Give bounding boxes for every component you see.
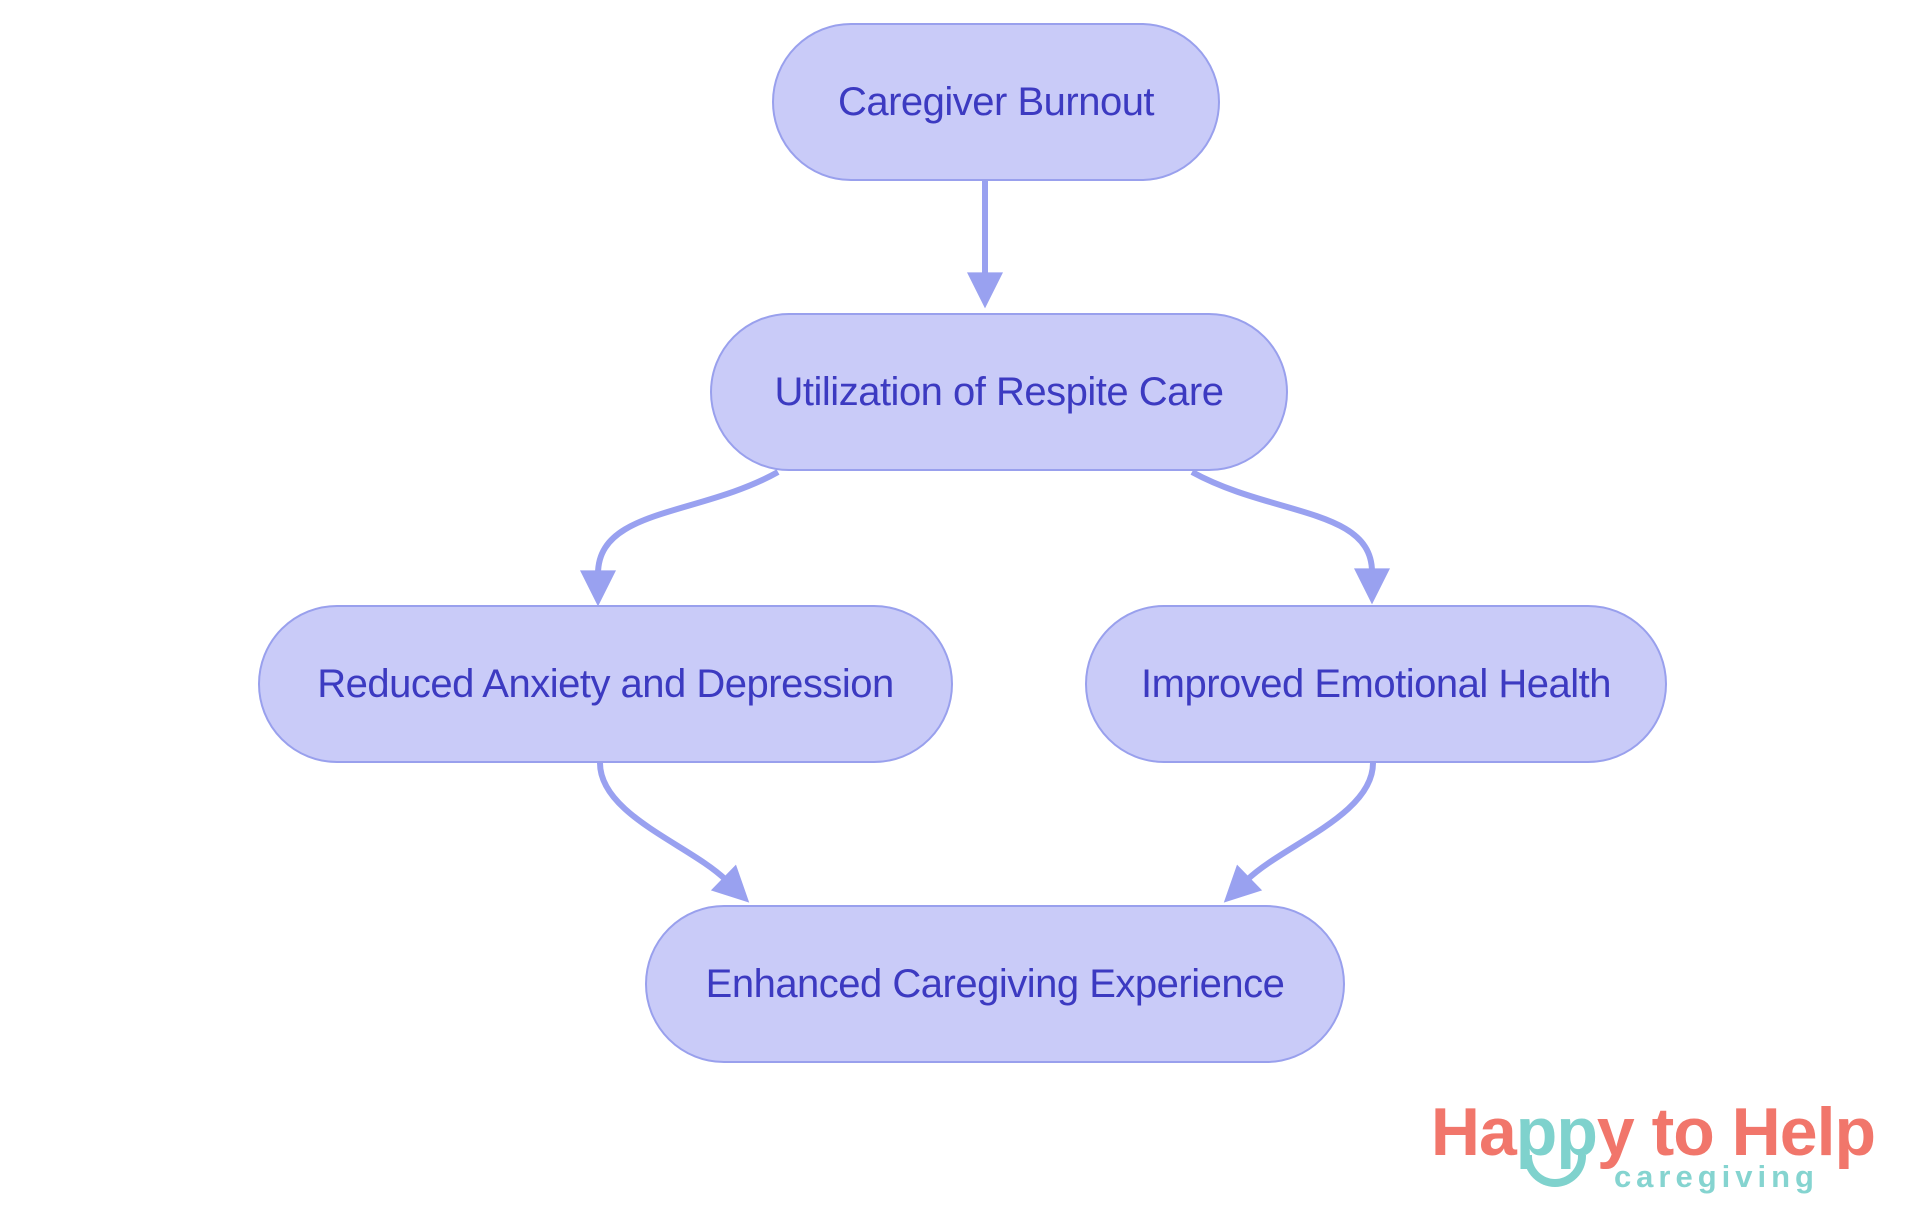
node-utilization-of-respite-care: Utilization of Respite Care bbox=[710, 313, 1288, 471]
node-label: Reduced Anxiety and Depression bbox=[317, 661, 894, 706]
logo-tagline: caregiving bbox=[1613, 1159, 1819, 1194]
node-label: Improved Emotional Health bbox=[1141, 661, 1611, 706]
smile-arc-icon bbox=[1523, 1155, 1586, 1187]
node-improved-emotional-health: Improved Emotional Health bbox=[1085, 605, 1667, 763]
node-label: Utilization of Respite Care bbox=[774, 369, 1224, 414]
node-label: Caregiver Burnout bbox=[837, 79, 1155, 124]
logo-wordmark-suffix: y to Help bbox=[1596, 1094, 1876, 1170]
node-label: Enhanced Caregiving Experience bbox=[705, 961, 1285, 1006]
logo-pp-with-smile: pp bbox=[1516, 1098, 1598, 1187]
node-enhanced-caregiving-experience: Enhanced Caregiving Experience bbox=[645, 905, 1345, 1063]
edge-reduced-anxiety-to-enhanced-experience bbox=[597, 762, 750, 903]
edge-utilization-to-reduced-anxiety bbox=[580, 469, 780, 607]
edge-improved-emotional-health-to-enhanced-experience bbox=[1223, 762, 1376, 903]
node-reduced-anxiety-and-depression: Reduced Anxiety and Depression bbox=[258, 605, 953, 763]
edge-utilization-to-improved-emotional-health bbox=[1190, 469, 1390, 605]
node-caregiver-burnout: Caregiver Burnout bbox=[772, 23, 1220, 181]
logo-wordmark-prefix: Ha bbox=[1430, 1094, 1517, 1170]
